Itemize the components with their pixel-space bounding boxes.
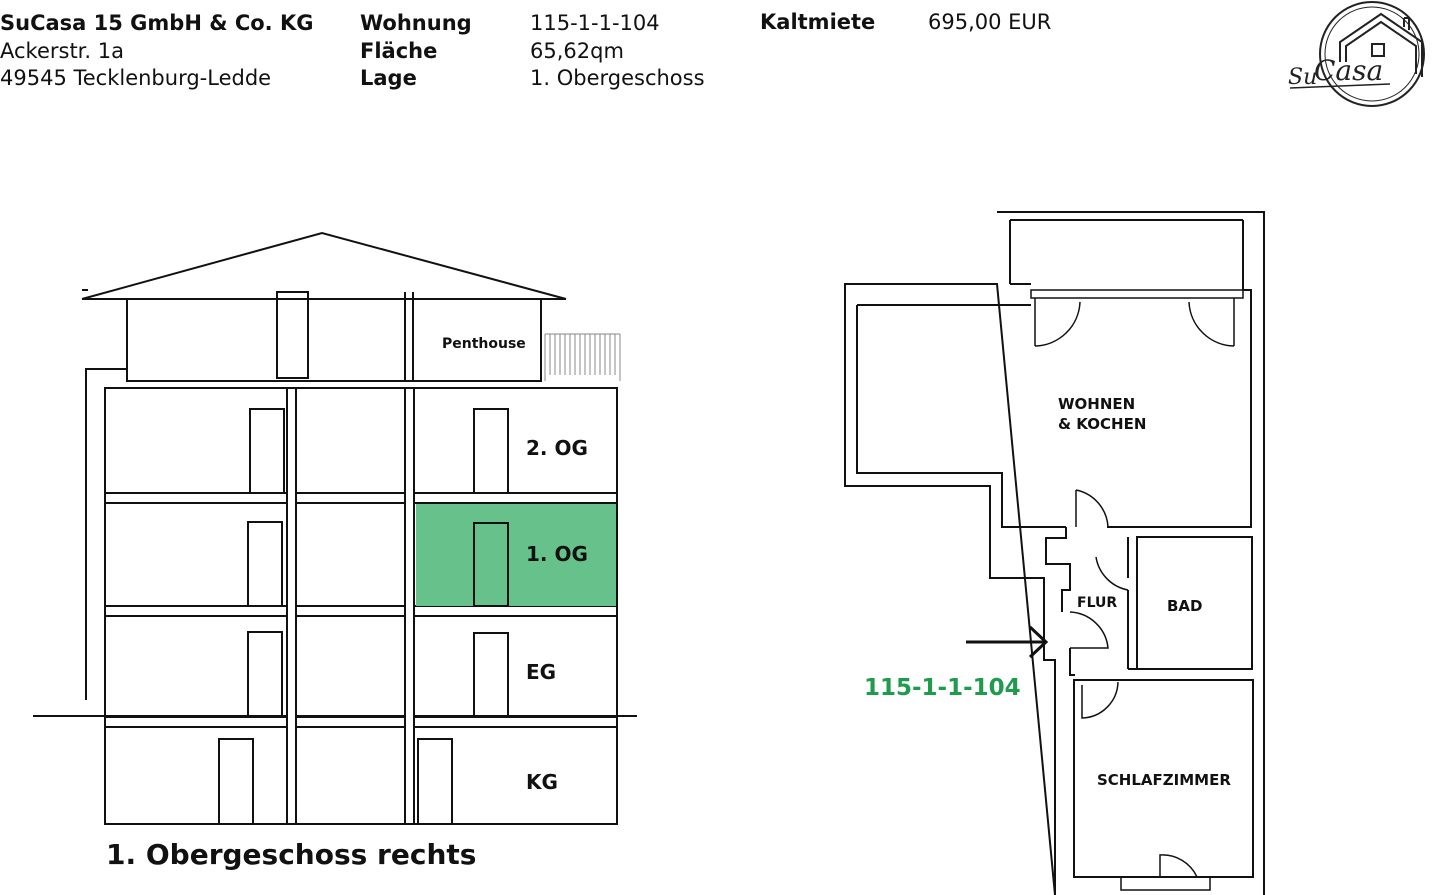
floor-label-kg: KG (526, 770, 558, 794)
label-wohnung: Wohnung (360, 11, 472, 35)
company-street: Ackerstr. 1a (0, 38, 124, 63)
floor-label-penthouse: Penthouse (442, 336, 526, 352)
entrance-door (1069, 611, 1109, 649)
label-lage: Lage (360, 66, 417, 90)
arrow-right-icon (966, 625, 1049, 659)
floorplan (844, 211, 1265, 895)
house-outline-icon (1339, 12, 1423, 77)
value-flaeche: 65,62qm (530, 38, 624, 63)
logo-text-casa: Casa (1314, 54, 1383, 87)
room-label-hall: FLUR (1077, 595, 1117, 611)
room-label-bedroom: SCHLAFZIMMER (1097, 771, 1231, 789)
bedroom (1073, 679, 1254, 878)
bedroom-window-door (1159, 854, 1198, 878)
outer-wall (844, 211, 1265, 895)
room-label-living-1: WOHNEN (1058, 395, 1135, 413)
highlighted-unit (416, 504, 616, 606)
value-lage: 1. Obergeschoss (530, 66, 705, 90)
balcony-door-right (1188, 298, 1235, 347)
logo-text-su: Su (1288, 65, 1317, 90)
penthouse-block (126, 298, 542, 382)
section-caption: 1. Obergeschoss rechts (106, 838, 477, 871)
room-label-bath: BAD (1167, 597, 1203, 615)
floor-label-1og: 1. OG (526, 542, 588, 566)
unit-id-label: 115-1-1-104 (864, 675, 1021, 701)
value-wohnung: 115-1-1-104 (530, 11, 660, 35)
bedroom-door (1081, 681, 1119, 719)
terrace-railing (544, 333, 621, 381)
detail-values: 115-1-1-104 65,62qm 1. Obergeschoss (530, 10, 705, 93)
roof (81, 231, 567, 300)
company-city: 49545 Tecklenburg-Ledde (0, 66, 272, 90)
building-section (33, 231, 637, 825)
sucasa-logo: Su Casa (1288, 1, 1425, 107)
hall-living-door (1075, 489, 1109, 528)
balcony-door-left (1034, 298, 1081, 347)
detail-labels: Wohnung Fläche Lage (360, 10, 472, 93)
room-label-living-2: & KOCHEN (1058, 415, 1146, 433)
rent-value: 695,00 EUR (928, 10, 1052, 34)
company-name: SuCasa 15 GmbH & Co. KG (0, 11, 314, 35)
company-address: SuCasa 15 GmbH & Co. KG Ackerstr. 1a 495… (0, 10, 313, 93)
label-flaeche: Fläche (360, 38, 438, 63)
floor-label-eg: EG (526, 660, 556, 684)
bath-door (1095, 556, 1129, 591)
rent-label: Kaltmiete (760, 10, 876, 34)
floor-label-2og: 2. OG (526, 436, 588, 460)
